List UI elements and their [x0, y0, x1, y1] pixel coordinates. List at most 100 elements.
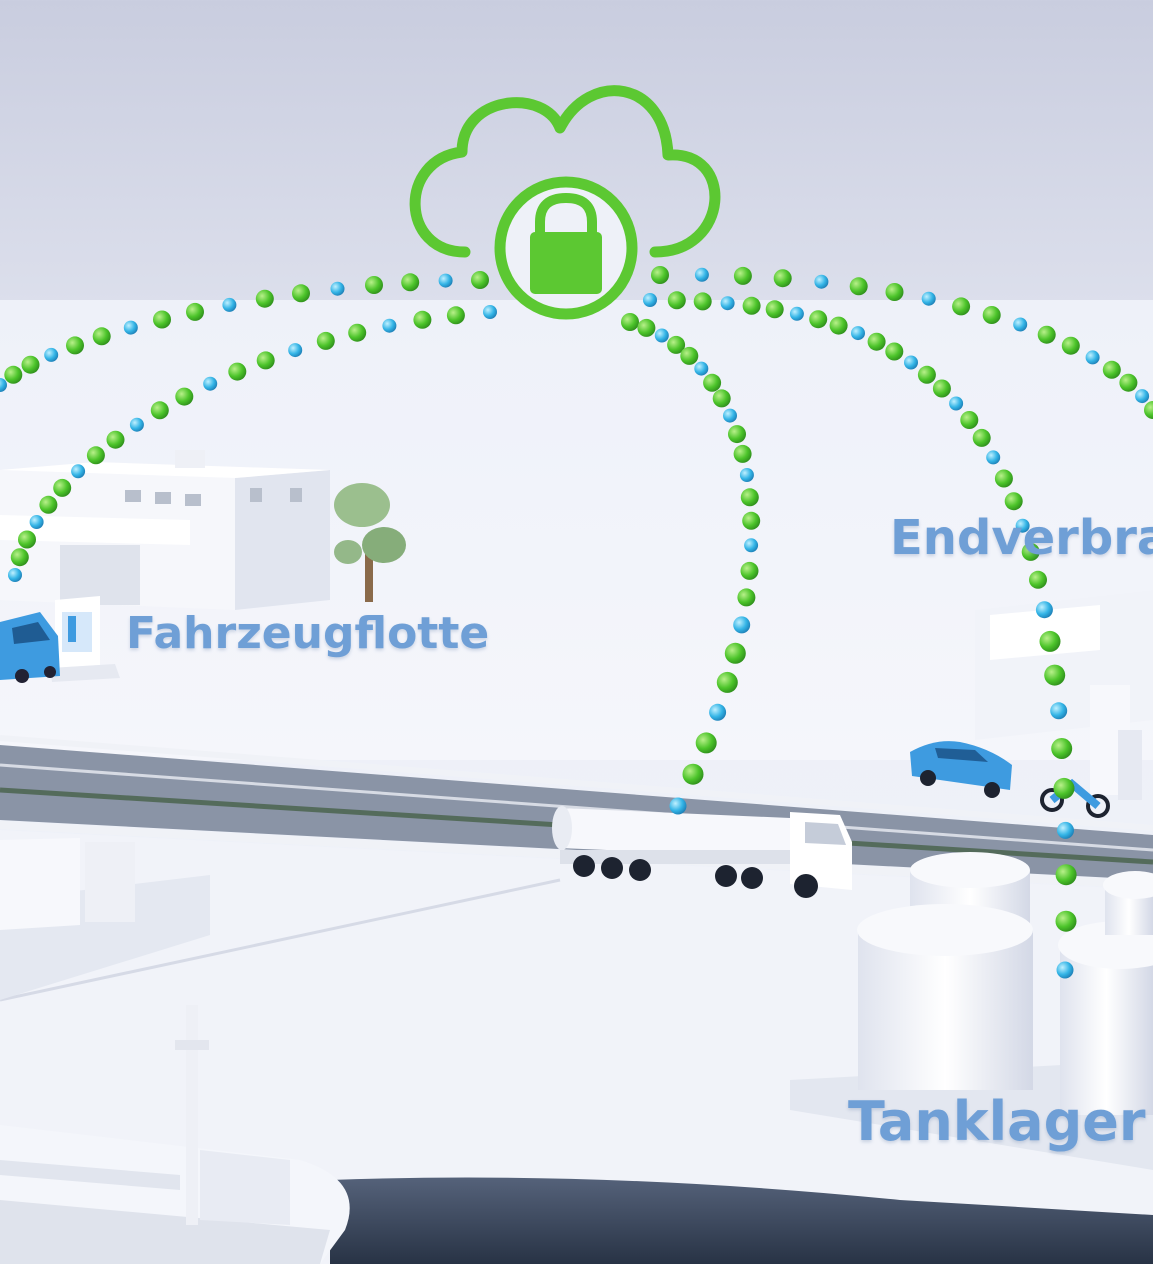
- data-dot-green: [1055, 864, 1077, 886]
- data-dot-green: [867, 332, 886, 351]
- data-dot-green: [1004, 492, 1023, 511]
- data-dot-green: [1119, 373, 1138, 392]
- data-dot-blue: [709, 703, 727, 721]
- data-dot-green: [740, 561, 759, 580]
- data-dot-blue: [8, 568, 22, 582]
- car: [910, 741, 1012, 798]
- data-dot-green: [885, 342, 904, 361]
- data-dot-blue: [129, 417, 144, 432]
- data-dot-blue: [814, 274, 829, 289]
- data-dot-green: [255, 289, 274, 308]
- data-dot-green: [365, 276, 383, 294]
- data-dot-green: [952, 297, 971, 316]
- data-dot-blue: [203, 376, 218, 391]
- data-dot-green: [765, 300, 784, 319]
- data-dot-blue: [733, 616, 751, 634]
- data-dot-green: [92, 327, 111, 346]
- data-dot-green: [742, 296, 761, 315]
- data-dot-blue: [739, 468, 754, 482]
- label-end-consumers: Endverbra: [890, 510, 1153, 566]
- data-dot-green: [1061, 336, 1080, 355]
- data-dot-green: [829, 316, 848, 335]
- padlock-icon: [530, 192, 602, 294]
- van: [0, 612, 60, 683]
- fuel-pump: [50, 596, 120, 682]
- data-dot-green: [667, 335, 686, 354]
- industrial-plant: [0, 838, 210, 1000]
- tanker-ship: [0, 1005, 350, 1264]
- tanker-truck: [552, 806, 852, 898]
- data-dot-blue: [694, 267, 709, 282]
- data-dot-green: [10, 548, 29, 567]
- data-connection-arcs: [0, 266, 1153, 979]
- data-dot-green: [724, 642, 746, 664]
- data-dot-green: [682, 763, 704, 785]
- data-dot-blue: [851, 326, 865, 341]
- label-vehicle-fleet: Fahrzeugflotte: [126, 608, 490, 659]
- data-dot-green: [932, 379, 951, 398]
- data-dot-green: [1021, 542, 1040, 561]
- data-dot-green: [1037, 325, 1056, 344]
- data-dot-blue: [1013, 317, 1028, 332]
- data-dot-green: [972, 428, 991, 447]
- data-dot-green: [1039, 630, 1061, 652]
- data-dot-blue: [744, 538, 759, 553]
- data-dot-green: [773, 269, 792, 288]
- data-dot-green: [1144, 401, 1153, 419]
- fleet-depot-building: [0, 450, 330, 610]
- tree: [334, 483, 406, 602]
- data-dot-blue: [0, 378, 7, 392]
- data-dot-green: [66, 336, 84, 355]
- data-dot-blue: [44, 347, 59, 362]
- data-dot-green: [150, 401, 169, 420]
- data-dot-green: [228, 362, 247, 381]
- data-dot-blue: [483, 305, 497, 319]
- ground-plate: [0, 300, 1153, 760]
- data-dot-green: [1102, 360, 1121, 379]
- data-dot-blue: [1085, 350, 1100, 365]
- data-dot-green: [256, 351, 275, 370]
- data-dot-green: [621, 313, 639, 331]
- data-dot-green: [712, 389, 731, 408]
- data-dot-blue: [222, 297, 237, 312]
- data-dot-blue: [382, 318, 397, 333]
- data-dot-green: [316, 331, 335, 350]
- data-dot-green: [809, 310, 828, 329]
- data-dot-green: [186, 302, 204, 321]
- data-dot-green: [917, 365, 936, 384]
- water: [330, 1177, 1153, 1264]
- data-dot-green: [413, 310, 432, 329]
- data-dot-green: [53, 478, 72, 497]
- data-dot-green: [39, 495, 58, 514]
- data-dot-green: [1053, 777, 1075, 799]
- data-dot-green: [740, 488, 759, 507]
- label-tank-storage: Tanklager: [848, 1090, 1146, 1153]
- data-dot-blue: [1135, 389, 1150, 404]
- data-dot-green: [703, 373, 722, 392]
- data-dot-green: [994, 469, 1013, 488]
- data-dot-blue: [29, 515, 44, 529]
- data-dot-green: [21, 355, 40, 374]
- data-dot-blue: [438, 273, 453, 288]
- data-dot-green: [446, 306, 465, 325]
- data-dot-green: [667, 291, 686, 310]
- data-dot-green: [1029, 570, 1047, 589]
- data-dot-blue: [789, 306, 804, 321]
- data-dot-green: [401, 273, 420, 292]
- data-dot-blue: [694, 361, 709, 376]
- data-dot-green: [4, 365, 23, 384]
- data-dot-blue: [986, 450, 1001, 465]
- data-dot-blue: [904, 355, 918, 370]
- data-dot-blue: [720, 296, 735, 311]
- data-dot-blue: [1057, 821, 1074, 839]
- data-dot-green: [693, 292, 712, 311]
- data-dot-green: [175, 387, 194, 406]
- data-dot-blue: [1056, 961, 1074, 979]
- data-dot-green: [1055, 910, 1077, 932]
- data-dot-green: [737, 588, 756, 607]
- data-dot-green: [733, 266, 752, 285]
- data-dot-green: [292, 284, 310, 303]
- data-dot-green: [982, 306, 1001, 324]
- data-dot-blue: [949, 396, 964, 411]
- data-dot-green: [651, 266, 669, 284]
